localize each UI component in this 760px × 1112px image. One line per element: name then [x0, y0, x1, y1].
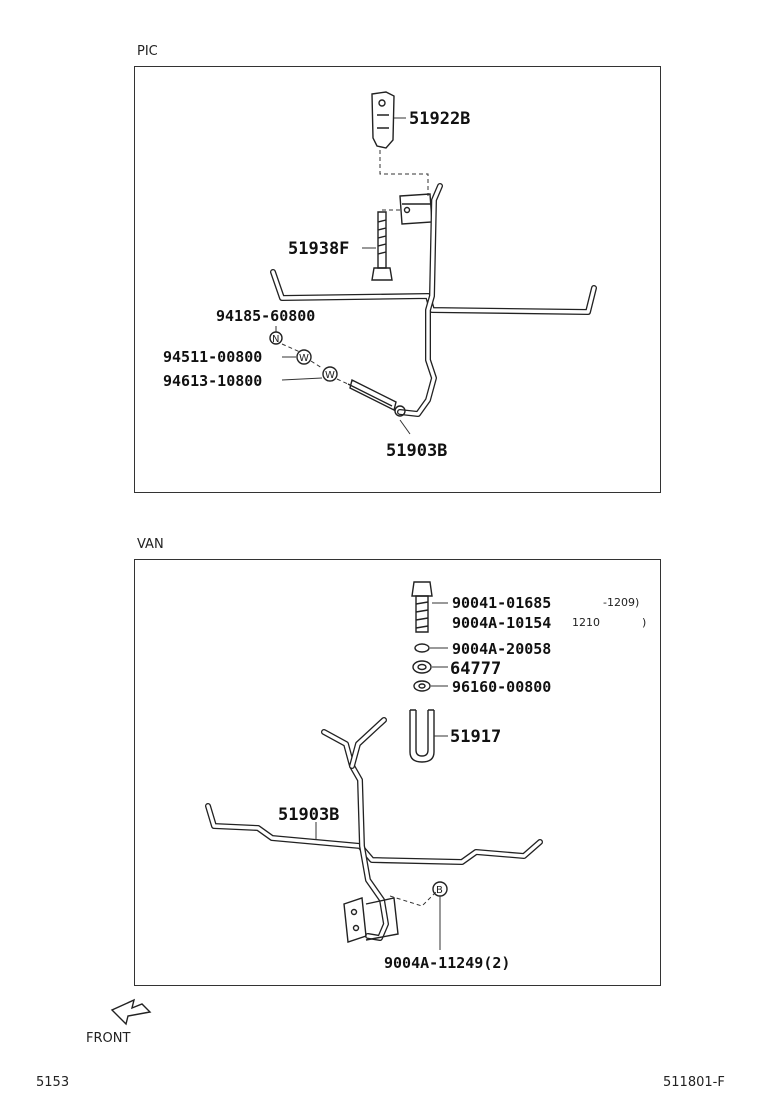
leader-pic-51903b: [399, 419, 411, 435]
part-number-9004a-11249[interactable]: 9004A-11249(2): [384, 954, 510, 972]
footer-figure-code: 511801-F: [663, 1075, 725, 1090]
part-number-94185-60800[interactable]: 94185-60800: [216, 307, 315, 325]
van-dashed-link-b: [389, 891, 437, 907]
pic-hardware-axis: [281, 343, 349, 385]
pic-bracket-51922b[interactable]: [371, 91, 395, 149]
van-bolt-90041[interactable]: [411, 581, 433, 633]
washer-marker-label-1: W: [299, 353, 309, 364]
serial-note-1: -1209): [603, 596, 639, 609]
serial-note-2: 1210: [572, 616, 600, 629]
nut-marker-label: N: [272, 334, 279, 345]
serial-note-3: ): [642, 616, 646, 629]
part-number-51922b[interactable]: 51922B: [409, 109, 470, 129]
leader-94613: [281, 377, 323, 381]
van-diagram-panel: [134, 559, 661, 986]
part-number-96160-00800[interactable]: 96160-00800: [452, 678, 551, 696]
van-grommet-64777[interactable]: [412, 660, 432, 674]
pic-clamp-block[interactable]: [399, 193, 433, 225]
washer-marker-circle-2[interactable]: [322, 366, 338, 382]
pic-tube-connector[interactable]: [347, 378, 406, 417]
washer-marker-circle-1[interactable]: [296, 349, 312, 365]
pic-section-label: PIC: [137, 44, 158, 59]
pic-dashed-link-bracket: [379, 150, 429, 196]
part-number-51938f[interactable]: 51938F: [288, 239, 349, 259]
nut-marker-circle[interactable]: [269, 331, 283, 345]
van-washer-96160[interactable]: [413, 680, 431, 692]
part-number-64777[interactable]: 64777: [450, 659, 501, 679]
van-washer-9004a-20058[interactable]: [414, 643, 430, 653]
van-mounting-bracket[interactable]: [343, 897, 399, 943]
part-number-94613-10800[interactable]: 94613-10800: [163, 372, 262, 390]
part-number-9004a-10154[interactable]: 9004A-10154: [452, 614, 551, 632]
bolt-marker-label: B: [436, 885, 443, 896]
part-number-9004a-20058[interactable]: 9004A-20058: [452, 640, 551, 658]
pic-bolt-51938f[interactable]: [371, 211, 393, 281]
van-u-clamp-51917[interactable]: [409, 709, 435, 763]
van-fuel-tube-51903b[interactable]: [205, 717, 543, 941]
front-arrow-icon: [110, 998, 152, 1026]
part-number-van-51903b[interactable]: 51903B: [278, 805, 339, 825]
front-label: FRONT: [86, 1031, 130, 1046]
van-section-label: VAN: [137, 537, 164, 552]
part-number-51917[interactable]: 51917: [450, 727, 501, 747]
part-number-pic-51903b[interactable]: 51903B: [386, 441, 447, 461]
footer-page-code: 5153: [36, 1075, 70, 1090]
pic-diagram-panel: [134, 66, 661, 493]
pic-fuel-tube-51903b[interactable]: [270, 183, 597, 417]
part-number-90041-01685[interactable]: 90041-01685: [452, 594, 551, 612]
part-number-94511-00800[interactable]: 94511-00800: [163, 348, 262, 366]
washer-marker-label-2: W: [325, 370, 335, 381]
